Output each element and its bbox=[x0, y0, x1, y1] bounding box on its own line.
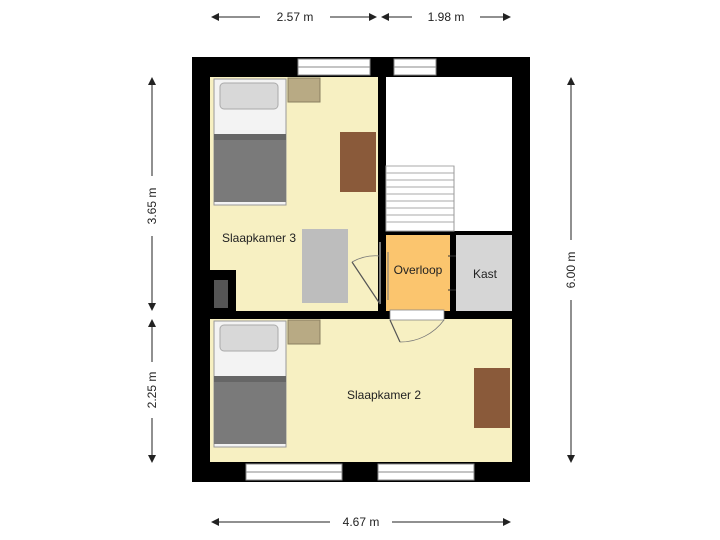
nightstand-bedroom2 bbox=[287, 319, 321, 345]
svg-text:2.57 m: 2.57 m bbox=[277, 10, 314, 24]
wall-horizontal-middle bbox=[210, 311, 512, 319]
door-bedroom2 bbox=[389, 309, 445, 343]
bed-bedroom3 bbox=[213, 78, 287, 206]
wall-middle-vertical bbox=[378, 77, 386, 233]
label-bedroom2: Slaapkamer 2 bbox=[347, 388, 421, 402]
wall-closet-left bbox=[450, 235, 456, 311]
label-landing: Overloop bbox=[394, 263, 443, 277]
svg-text:1.98 m: 1.98 m bbox=[428, 10, 465, 24]
desk-bedroom3 bbox=[340, 132, 376, 192]
wall-landing-top bbox=[382, 231, 512, 235]
room-landing bbox=[386, 235, 450, 311]
chimney-inner bbox=[214, 280, 228, 308]
svg-text:6.00 m: 6.00 m bbox=[564, 252, 578, 289]
door-closet bbox=[448, 255, 456, 291]
svg-text:3.65 m: 3.65 m bbox=[145, 188, 159, 225]
room-closet bbox=[456, 235, 512, 311]
bed-bedroom2 bbox=[213, 320, 287, 448]
dimension-left-upper: 3.65 m bbox=[145, 77, 159, 311]
desk-bedroom2 bbox=[474, 368, 510, 428]
svg-text:2.25 m: 2.25 m bbox=[145, 372, 159, 409]
rug-bedroom3 bbox=[302, 229, 348, 303]
dimension-bottom: 4.67 m bbox=[211, 515, 511, 529]
dimension-top-left: 2.57 m bbox=[211, 10, 377, 24]
dimension-top-right: 1.98 m bbox=[381, 10, 511, 24]
nightstand-bedroom3 bbox=[287, 77, 321, 103]
label-closet: Kast bbox=[473, 267, 498, 281]
staircase bbox=[385, 165, 455, 232]
dimension-right: 6.00 m bbox=[564, 77, 578, 463]
dimension-left-lower: 2.25 m bbox=[145, 319, 159, 463]
label-bedroom3: Slaapkamer 3 bbox=[222, 231, 296, 245]
svg-text:4.67 m: 4.67 m bbox=[343, 515, 380, 529]
door-bedroom3 bbox=[351, 242, 381, 305]
